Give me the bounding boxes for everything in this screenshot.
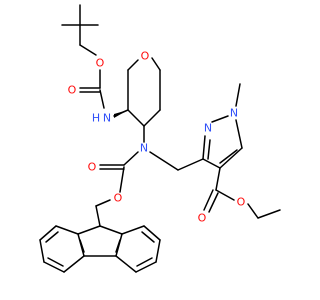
bond bbox=[39, 239, 45, 263]
bond bbox=[95, 205, 101, 227]
atom-o-ester-boc: O bbox=[96, 57, 105, 70]
bond bbox=[99, 89, 105, 109]
aromatic-bond bbox=[47, 257, 64, 267]
bond bbox=[219, 147, 243, 169]
double-bond bbox=[207, 139, 211, 160]
atom-o-pyran: O bbox=[141, 50, 150, 63]
bond bbox=[63, 255, 85, 273]
bond bbox=[99, 225, 123, 235]
bond bbox=[143, 225, 161, 241]
bond bbox=[177, 158, 204, 171]
molecule-structure: O O H N O N O O N N O O bbox=[39, 4, 281, 273]
atom-o-carbonyl-fmoc: O bbox=[88, 161, 97, 174]
bonds bbox=[39, 4, 281, 273]
atom-n-fmoc: N bbox=[140, 142, 148, 155]
bond bbox=[151, 57, 161, 71]
atom-labels: O O H N O N O O N N O O bbox=[68, 50, 246, 225]
atom-n1-pyrazole: N bbox=[230, 107, 238, 120]
atom-h-on-n: H bbox=[92, 112, 100, 125]
atom-o-carbonyl-boc: O bbox=[68, 84, 77, 97]
bond bbox=[95, 199, 111, 207]
atom-o-carbonyl-ester: O bbox=[198, 212, 207, 225]
aromatic-bond bbox=[79, 239, 85, 253]
bond bbox=[202, 158, 221, 169]
bond bbox=[149, 151, 179, 171]
double-bond bbox=[208, 192, 219, 213]
stereo-wedge bbox=[114, 110, 128, 118]
bond bbox=[55, 225, 79, 235]
bond bbox=[155, 239, 161, 263]
atom-n2-pyrazole: N bbox=[204, 122, 212, 135]
bond bbox=[127, 109, 145, 127]
atom-o-ester-fmoc: O bbox=[114, 192, 123, 205]
bond bbox=[77, 225, 101, 235]
bond bbox=[215, 167, 221, 191]
aromatic-bond bbox=[136, 257, 153, 267]
bond bbox=[127, 59, 139, 71]
bond bbox=[121, 225, 145, 235]
bond bbox=[235, 119, 243, 149]
aromatic-bond bbox=[141, 231, 155, 243]
aromatic-bond bbox=[45, 231, 59, 243]
bond bbox=[202, 135, 206, 160]
bond bbox=[39, 225, 57, 241]
double-bond bbox=[203, 189, 214, 211]
bond bbox=[119, 166, 125, 193]
atom-o-ether-ester: O bbox=[237, 196, 246, 209]
bond bbox=[211, 115, 229, 123]
bond bbox=[135, 261, 157, 273]
double-bond bbox=[219, 149, 238, 164]
bond bbox=[257, 209, 281, 219]
bond bbox=[215, 189, 235, 201]
atom-n-boc: N bbox=[103, 112, 111, 125]
bond bbox=[123, 151, 139, 166]
bond bbox=[79, 44, 97, 56]
bond bbox=[143, 109, 161, 127]
bond bbox=[43, 261, 65, 273]
bond bbox=[115, 255, 137, 273]
bond bbox=[235, 83, 241, 107]
bond bbox=[247, 203, 259, 219]
aromatic-bond bbox=[115, 239, 121, 253]
molecule-canvas: O O H N O N O O N N O O bbox=[39, 4, 281, 273]
